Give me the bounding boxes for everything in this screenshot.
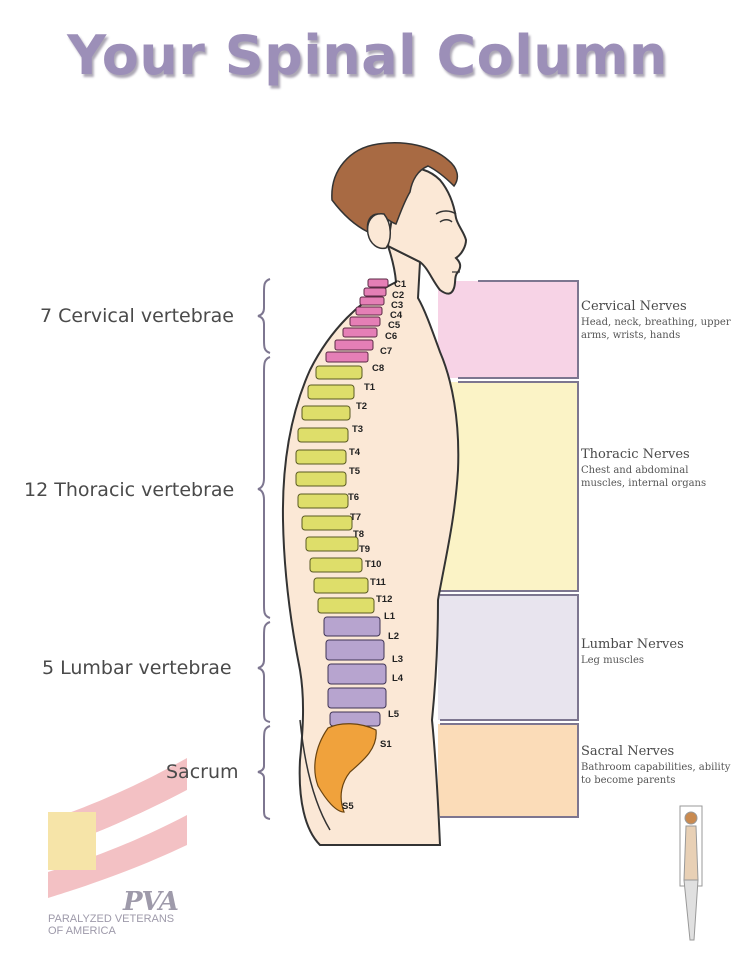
vertebra-label: T10 [365, 559, 381, 570]
vertebra-label: S1 [380, 739, 392, 750]
lumbar-nerves: Lumbar Nerves Leg muscles [581, 637, 731, 667]
pva-org-name: PARALYZED VETERANS OF AMERICA [48, 913, 174, 937]
vertebra-label: T4 [349, 447, 360, 458]
cervical-nerves-desc: Head, neck, breathing, upper arms, wrist… [581, 316, 731, 342]
thoracic-nerve-box [438, 382, 578, 591]
vertebra-label: T11 [370, 577, 386, 588]
vertebra-label: L3 [392, 654, 403, 665]
vertebra-label: T2 [356, 401, 367, 412]
sacral-nerves-title: Sacral Nerves [581, 744, 731, 760]
cervical-nerves: Cervical Nerves Head, neck, breathing, u… [581, 299, 731, 342]
thoracic-nerves: Thoracic Nerves Chest and abdominal musc… [581, 447, 731, 490]
lumbar-nerves-desc: Leg muscles [581, 654, 731, 667]
vertebra-label: T3 [352, 424, 363, 435]
cervical-region-label: 7 Cervical vertebrae [40, 305, 234, 327]
reference-figure [680, 806, 702, 940]
vertebra-label: L5 [388, 709, 399, 720]
vertebra-label: T5 [349, 466, 360, 477]
vertebra-label: T12 [376, 594, 392, 605]
vertebra-label: L2 [388, 631, 399, 642]
vertebra-label: C1 [394, 279, 406, 290]
vertebra-label: C8 [372, 363, 384, 374]
lumbar-region-label: 5 Lumbar vertebrae [42, 657, 232, 679]
lumbar-nerves-title: Lumbar Nerves [581, 637, 731, 653]
vertebra-label: T7 [350, 512, 361, 523]
vertebra-label: L4 [392, 673, 403, 684]
thoracic-nerves-title: Thoracic Nerves [581, 447, 731, 463]
lumbar-nerve-box [438, 595, 578, 720]
vertebra-label: T8 [353, 529, 364, 540]
sacral-nerves-desc: Bathroom capabilities, ability to become… [581, 761, 731, 787]
cervical-nerves-title: Cervical Nerves [581, 299, 731, 315]
vertebra-label: C7 [380, 346, 392, 357]
pva-org-line1: PARALYZED VETERANS [48, 913, 174, 925]
sacrum-region-label: Sacrum [166, 761, 239, 783]
sacral-nerve-box [438, 724, 578, 817]
thoracic-nerves-desc: Chest and abdominal muscles, internal or… [581, 464, 731, 490]
vertebra-label: T6 [348, 492, 359, 503]
vertebra-label: L1 [384, 611, 395, 622]
vertebra-label: T1 [364, 382, 375, 393]
sacral-nerves: Sacral Nerves Bathroom capabilities, abi… [581, 744, 731, 787]
vertebra-label: T9 [359, 544, 370, 555]
region-braces [258, 279, 270, 819]
pva-org-line2: OF AMERICA [48, 925, 174, 937]
vertebra-label: C5 [388, 320, 400, 331]
thoracic-region-label: 12 Thoracic vertebrae [24, 479, 234, 501]
ear [368, 214, 391, 249]
vertebra-label: S5 [342, 801, 354, 812]
cervical-nerve-box [438, 281, 578, 378]
vertebra-label: C6 [385, 331, 397, 342]
